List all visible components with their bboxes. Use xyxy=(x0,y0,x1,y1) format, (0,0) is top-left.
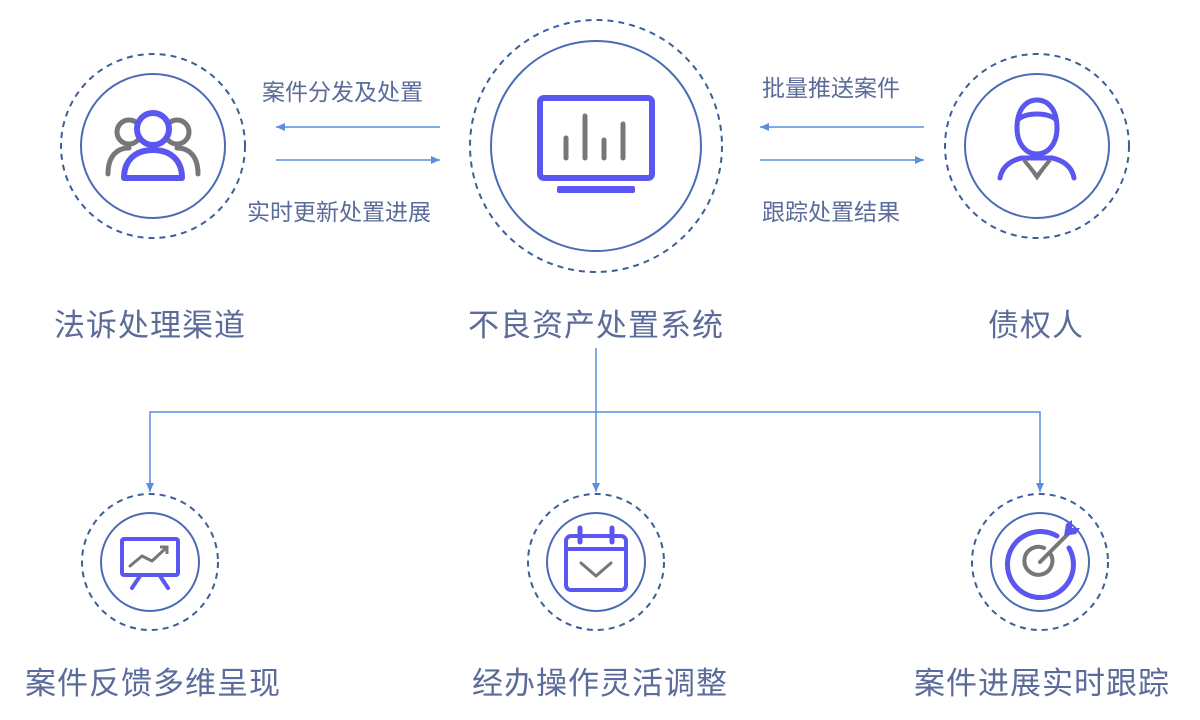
channel-title: 法诉处理渠道 xyxy=(54,308,246,344)
channel-dashed-ring xyxy=(60,53,246,239)
flow-label-right-top: 批量推送案件 xyxy=(762,76,900,102)
feature-2-inner-circle xyxy=(546,512,646,612)
connector-branch xyxy=(149,411,1041,490)
feature-3-label: 案件进展实时跟踪 xyxy=(914,666,1170,702)
person-tie-icon xyxy=(997,97,1077,181)
channel-node xyxy=(60,53,246,239)
feature-1-dashed-ring xyxy=(81,493,219,631)
system-dashed-ring xyxy=(469,19,723,273)
target-arrow-icon xyxy=(1005,520,1080,600)
presentation-chart-icon xyxy=(120,537,180,590)
creditor-dashed-ring xyxy=(944,53,1130,239)
feature-1-inner-circle xyxy=(100,512,200,612)
creditor-title: 债权人 xyxy=(988,308,1084,344)
creditor-node xyxy=(944,53,1130,239)
feature-2-label: 经办操作灵活调整 xyxy=(472,666,728,702)
calendar-icon xyxy=(564,525,628,592)
feature-node-3 xyxy=(971,493,1109,631)
monitor-chart-icon xyxy=(537,95,655,193)
system-node xyxy=(469,19,723,273)
feature-node-1 xyxy=(81,493,219,631)
system-inner-circle xyxy=(490,40,702,252)
system-title: 不良资产处置系统 xyxy=(468,308,724,344)
flow-label-left-bottom: 实时更新处置进展 xyxy=(247,200,431,226)
flow-label-right-bottom: 跟踪处置结果 xyxy=(762,200,900,226)
people-icon xyxy=(105,110,201,181)
feature-1-label: 案件反馈多维呈现 xyxy=(25,666,281,702)
feature-3-dashed-ring xyxy=(971,493,1109,631)
feature-node-2 xyxy=(527,493,665,631)
feature-2-dashed-ring xyxy=(527,493,665,631)
feature-3-inner-circle xyxy=(990,512,1090,612)
flow-label-left-top: 案件分发及处置 xyxy=(262,80,423,106)
creditor-inner-circle xyxy=(964,73,1110,219)
channel-inner-circle xyxy=(80,73,226,219)
